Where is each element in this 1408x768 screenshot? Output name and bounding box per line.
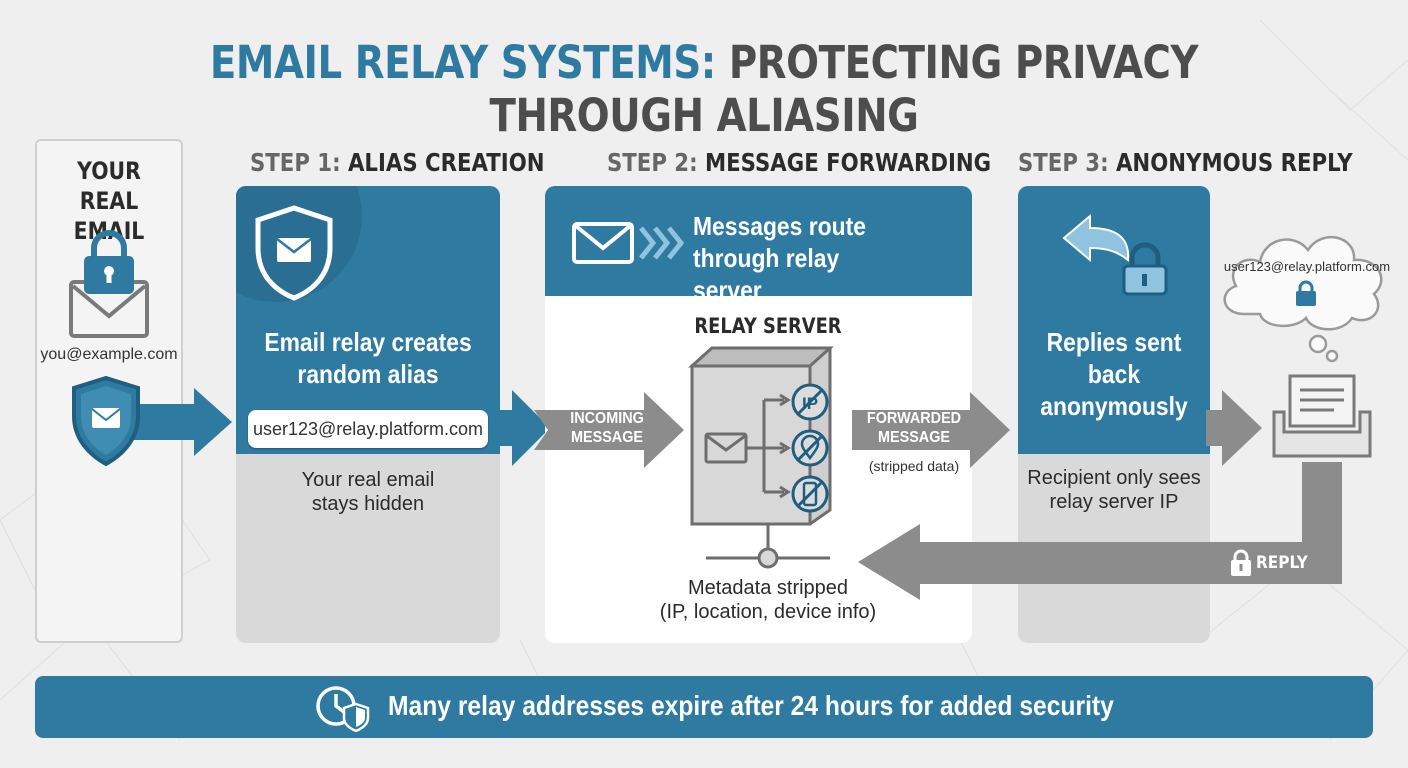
real-email-address: you@example.com (40, 346, 178, 363)
stripped-data-note: (stripped data) (868, 458, 960, 474)
step3-note: Recipient only sees relay server IP (1027, 467, 1201, 513)
real-email-heading: YOUR REAL EMAIL (73, 157, 145, 245)
step1-headline: Email relay creates random alias (264, 327, 472, 389)
step2-heading: STEP 2: MESSAGE FORWARDING (607, 148, 992, 177)
step1-note: Your real email stays hidden (301, 469, 435, 515)
page-title: EMAIL RELAY SYSTEMS: PROTECTING PRIVACY … (99, 36, 1310, 142)
arrow-step3-to-inbox (1206, 390, 1262, 466)
envelope-chevrons-icon (572, 222, 685, 264)
reply-lock-icon (1062, 213, 1168, 296)
title-part2: PROTECTING PRIVACY THROUGH ALIASING (489, 36, 1199, 142)
reply-return-arrow (858, 462, 1342, 600)
footer-banner (35, 676, 1373, 738)
forwarded-arrow (852, 392, 1010, 468)
step3-panel: Replies sent back anonymously Recipient … (1018, 186, 1210, 643)
reply-label: REPLY (1256, 553, 1308, 573)
title-part1: EMAIL RELAY SYSTEMS: (209, 36, 716, 89)
relay-server-label: RELAY SERVER (694, 314, 842, 338)
shield-arrow-icon (72, 375, 232, 467)
incoming-message-label: INCOMING MESSAGE (570, 410, 644, 446)
no-ip-icon: IP (791, 383, 829, 421)
step3-headline: Replies sent back anonymously (1040, 327, 1188, 421)
alias-address: user123@relay.platform.com (248, 410, 488, 448)
no-location-icon (791, 429, 829, 467)
step2-banner (545, 186, 972, 296)
step1-heading: STEP 1: ALIAS CREATION (250, 148, 545, 177)
forwarded-message-label: FORWARDED MESSAGE (866, 410, 962, 446)
lock-envelope-icon (69, 230, 149, 338)
no-device-icon (791, 475, 829, 513)
inbox-tray-icon (1272, 374, 1372, 458)
lock-icon (1231, 549, 1251, 576)
shield-envelope-icon (236, 186, 362, 302)
arrow-step1-to-step2 (498, 390, 550, 466)
metadata-note: Metadata stripped (IP, location, device … (659, 577, 877, 623)
footer-text: Many relay addresses expire after 24 hou… (388, 690, 1114, 721)
cloud-icon (1223, 235, 1383, 363)
cloud-alias-address: user123@relay.platform.com (1223, 259, 1391, 274)
step2-banner-text: Messages route through relay server (693, 211, 866, 305)
step3-heading: STEP 3: ANONYMOUS REPLY (1018, 148, 1353, 177)
step3-panel-top (1018, 186, 1210, 454)
incoming-arrow (534, 392, 684, 468)
clock-shield-icon (316, 686, 370, 732)
